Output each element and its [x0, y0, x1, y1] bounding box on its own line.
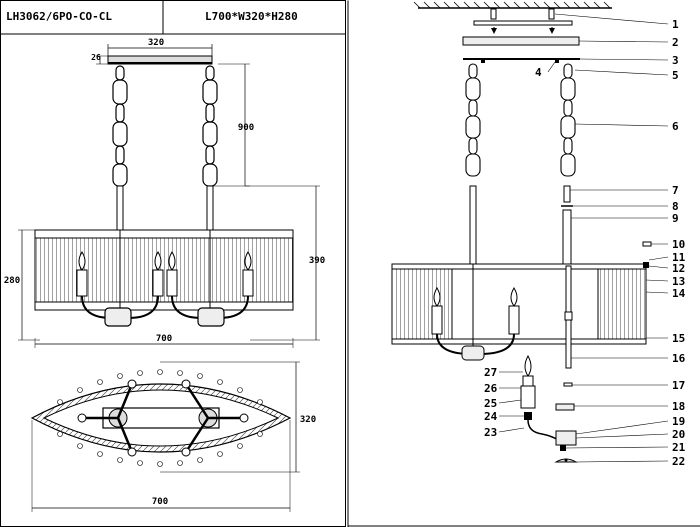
dim-top-height: 26 [91, 53, 101, 62]
part-label-3: 3 [672, 54, 679, 67]
dim-chain-length: 900 [238, 123, 254, 133]
part-label-16: 16 [672, 352, 686, 365]
right-chain [202, 65, 218, 187]
part-label-22: 22 [672, 455, 685, 468]
front-elevation: 320 26 [4, 38, 325, 348]
model-number: LH3062/6PO-CO-CL [6, 10, 112, 23]
part-label-21: 21 [672, 441, 686, 454]
dim-plan-width: 320 [300, 415, 316, 425]
part-label-15: 15 [672, 332, 685, 345]
part-label-1: 1 [672, 18, 679, 31]
part-label-27: 27 [484, 366, 497, 379]
part-label-25: 25 [484, 397, 497, 410]
dim-top-width: 320 [148, 38, 164, 48]
part-label-5: 5 [672, 69, 679, 82]
part-label-14: 14 [672, 287, 686, 300]
dim-body-length: 700 [156, 334, 172, 344]
dim-body-height: 280 [4, 276, 20, 286]
part-label-24: 24 [484, 410, 498, 423]
dim-total-drop: 390 [309, 256, 325, 266]
part-label-9: 9 [672, 212, 679, 225]
dim-plan-length: 700 [152, 497, 168, 507]
part-label-6: 6 [672, 120, 679, 133]
part-label-13: 13 [672, 275, 685, 288]
part-label-4: 4 [535, 66, 542, 79]
part-label-23: 23 [484, 426, 497, 439]
part-label-7: 7 [672, 184, 679, 197]
plan-view: 320 700 [30, 361, 316, 512]
part-label-2: 2 [672, 36, 679, 49]
candles-front [76, 251, 254, 297]
part-label-12: 12 [672, 262, 685, 275]
exploded-view: 1 2 3 4 5 6 7 8 9 10 11 12 13 14 15 16 1… [391, 1, 686, 468]
part-label-18: 18 [672, 400, 685, 413]
part-label-11: 11 [672, 251, 686, 264]
overall-size: L700*W320*H280 [205, 10, 298, 23]
left-chain [112, 65, 128, 187]
part-label-26: 26 [484, 382, 498, 395]
part-label-8: 8 [672, 200, 679, 213]
part-label-10: 10 [672, 238, 685, 251]
part-label-20: 20 [672, 428, 685, 441]
part-label-19: 19 [672, 415, 685, 428]
part-label-17: 17 [672, 379, 685, 392]
